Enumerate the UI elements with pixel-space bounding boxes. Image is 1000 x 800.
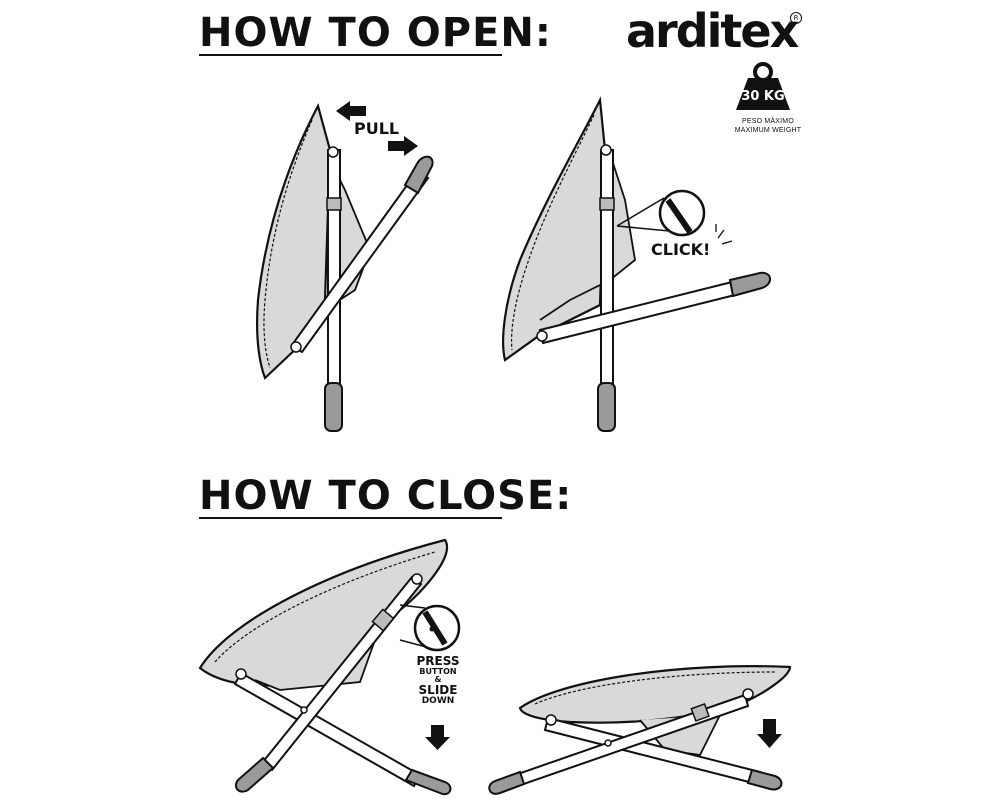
how-to-close-heading: HOW TO CLOSE: <box>199 473 573 519</box>
magnifier-icon <box>616 189 706 237</box>
arrow-right-icon <box>388 136 418 156</box>
press-line-2: BUTTON <box>419 666 457 676</box>
weight-caption-en: MAXIMUM WEIGHT <box>734 127 802 134</box>
press-line-1: PRESS <box>416 654 460 668</box>
open-heading-underline <box>199 54 502 56</box>
close-step1-chair <box>198 538 452 796</box>
close-heading-underline <box>199 517 502 519</box>
how-to-open-heading: HOW TO OPEN: <box>199 10 552 56</box>
weight-caption-es: PESO MÁXIMO <box>742 118 794 125</box>
press-line-3: & <box>434 674 442 684</box>
press-line-5: DOWN <box>421 695 455 706</box>
press-button-instruction: PRESS BUTTON & SLIDE DOWN <box>408 655 468 706</box>
weight-icon <box>736 62 790 110</box>
open-step2-chair <box>502 96 771 432</box>
pull-label: PULL <box>354 119 400 138</box>
registered-mark: R <box>790 12 802 24</box>
close-step2-chair <box>488 665 792 795</box>
arrow-down-icon <box>425 725 450 750</box>
arrow-left-icon <box>336 101 366 121</box>
brand-logo: arditex <box>626 4 799 58</box>
press-line-4: SLIDE <box>418 683 458 698</box>
click-label: CLICK! <box>651 240 711 259</box>
arrow-down-icon-2 <box>757 719 782 748</box>
magnifier-icon-close <box>399 604 461 652</box>
open-step1-chair <box>255 103 434 432</box>
weight-value: 30 KG <box>741 89 785 104</box>
